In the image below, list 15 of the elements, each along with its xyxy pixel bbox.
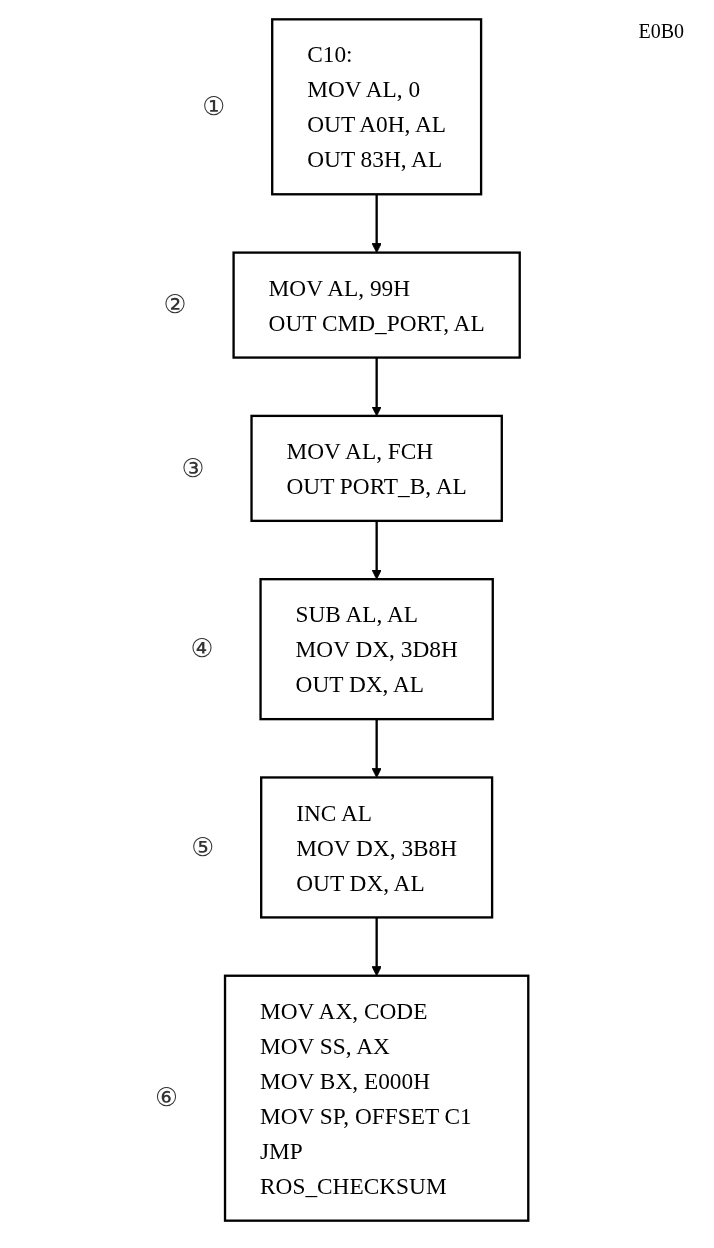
step-number: ⑥ (155, 1082, 179, 1113)
node-box: MOV AX, CODE MOV SS, AX MOV BX, E000H MOV SP, OFFSET C1 JMP ROS_CHECKSUM (223, 974, 530, 1222)
step-number: ② (163, 289, 187, 320)
node-box: INC AL MOV DX, 3B8H OUT DX, AL (260, 776, 494, 919)
step-number: ① (202, 90, 226, 121)
node-box: MOV AL, 99H OUT CMD_PORT, AL (232, 251, 521, 359)
step-number: ⑤ (191, 831, 215, 862)
step-number: ④ (190, 633, 214, 664)
node-box: C10: MOV AL, 0 OUT A0H, AL OUT 83H, AL (271, 18, 483, 196)
address-label: E0B0 (638, 20, 684, 43)
arrow (371, 719, 382, 778)
node-box: MOV AL, FCH OUT PORT_B, AL (250, 414, 503, 523)
step-number: ③ (181, 452, 205, 483)
node-box: SUB AL, AL MOV DX, 3D8H OUT DX, AL (259, 578, 494, 721)
arrow (371, 520, 382, 580)
